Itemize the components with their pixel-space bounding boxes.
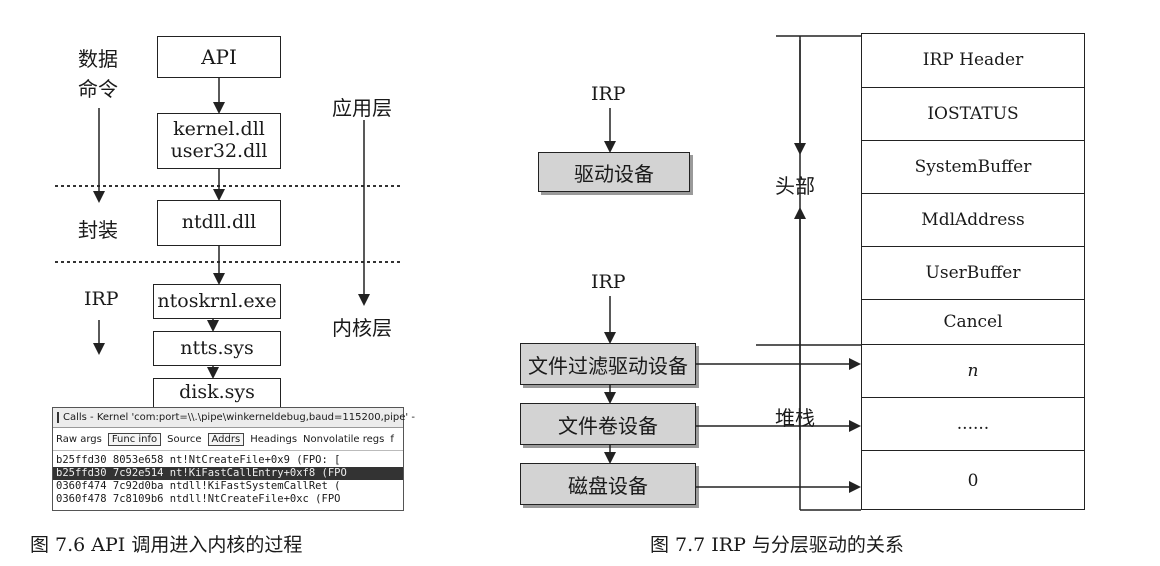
cancel-cell: Cancel bbox=[861, 300, 1085, 345]
ntoskrnl-box: ntoskrnl.exe bbox=[153, 284, 281, 319]
stack-location-n-cell: n bbox=[861, 345, 1085, 398]
call-stack-line[interactable]: b25ffd30 8053e658 nt!NtCreateFile+0x9 (F… bbox=[56, 454, 341, 466]
stack-location-0-cell: 0 bbox=[967, 470, 979, 491]
file-filter-driver-device-box: 文件过滤驱动设备 bbox=[520, 343, 696, 385]
encapsulate-label: 封装 bbox=[78, 218, 118, 242]
headings-toggle[interactable]: Headings bbox=[250, 433, 298, 445]
left-connectors bbox=[55, 78, 402, 379]
irp-header-cell: IRP Header bbox=[861, 33, 1085, 88]
nonvolatile-regs-toggle[interactable]: Nonvolatile regs bbox=[303, 433, 385, 445]
iostatus-cell: IOSTATUS bbox=[861, 88, 1085, 141]
debugger-title: Calls - Kernel 'com:port=\\.\pipe\winker… bbox=[63, 412, 415, 423]
mdl-address-cell: MdlAddress bbox=[861, 194, 1085, 247]
call-stack-line[interactable]: 0360f478 7c8109b6 ntdll!NtCreateFile+0xc… bbox=[56, 493, 341, 505]
call-stack-line-selected[interactable]: b25ffd30 7c92e514 nt!KiFastCallEntry+0xf… bbox=[53, 467, 403, 480]
irp-side-label: IRP bbox=[84, 288, 119, 310]
func-info-button[interactable]: Func info bbox=[107, 432, 162, 446]
user-buffer-cell: UserBuffer bbox=[861, 247, 1085, 300]
ntfs-sys-box: ntts.sys bbox=[153, 331, 281, 366]
app-layer-label: 应用层 bbox=[332, 96, 392, 120]
debugger-calls-window: Calls - Kernel 'com:port=\\.\pipe\winker… bbox=[52, 407, 415, 511]
system-buffer-cell: SystemBuffer bbox=[861, 141, 1085, 194]
disk-device-box: 磁盘设备 bbox=[520, 463, 696, 505]
stack-location-ellipsis-cell: ...... bbox=[861, 398, 1085, 451]
header-region-label: 头部 bbox=[775, 174, 815, 198]
kernel-user-dll-box: kernel.dll user32.dll bbox=[157, 113, 281, 169]
source-toggle[interactable]: Source bbox=[167, 433, 202, 445]
irp-label-top: IRP bbox=[591, 83, 626, 105]
debugger-title-bar: Calls - Kernel 'com:port=\\.\pipe\winker… bbox=[53, 408, 415, 428]
irp-label-middle: IRP bbox=[591, 271, 626, 293]
figure-7-7-caption: 图 7.7 IRP 与分层驱动的关系 bbox=[650, 534, 904, 556]
irp-structure-table bbox=[861, 33, 1085, 510]
window-icon bbox=[57, 412, 59, 423]
debugger-toolbar: Raw args Func info Source Addrs Headings… bbox=[53, 428, 403, 451]
figure-7-6-caption: 图 7.6 API 调用进入内核的过程 bbox=[30, 534, 303, 556]
call-stack-line[interactable]: 0360f474 7c92d0ba ntdll!KiFastSystemCall… bbox=[56, 480, 341, 492]
addrs-button[interactable]: Addrs bbox=[207, 432, 245, 446]
raw-args-toggle[interactable]: Raw args bbox=[56, 433, 102, 445]
more-toggle[interactable]: f bbox=[390, 433, 394, 445]
kernel-layer-label: 内核层 bbox=[332, 316, 392, 340]
data-command-label: 数据 命令 bbox=[78, 47, 118, 101]
right-connectors bbox=[604, 35, 861, 511]
api-box: API bbox=[157, 36, 281, 78]
